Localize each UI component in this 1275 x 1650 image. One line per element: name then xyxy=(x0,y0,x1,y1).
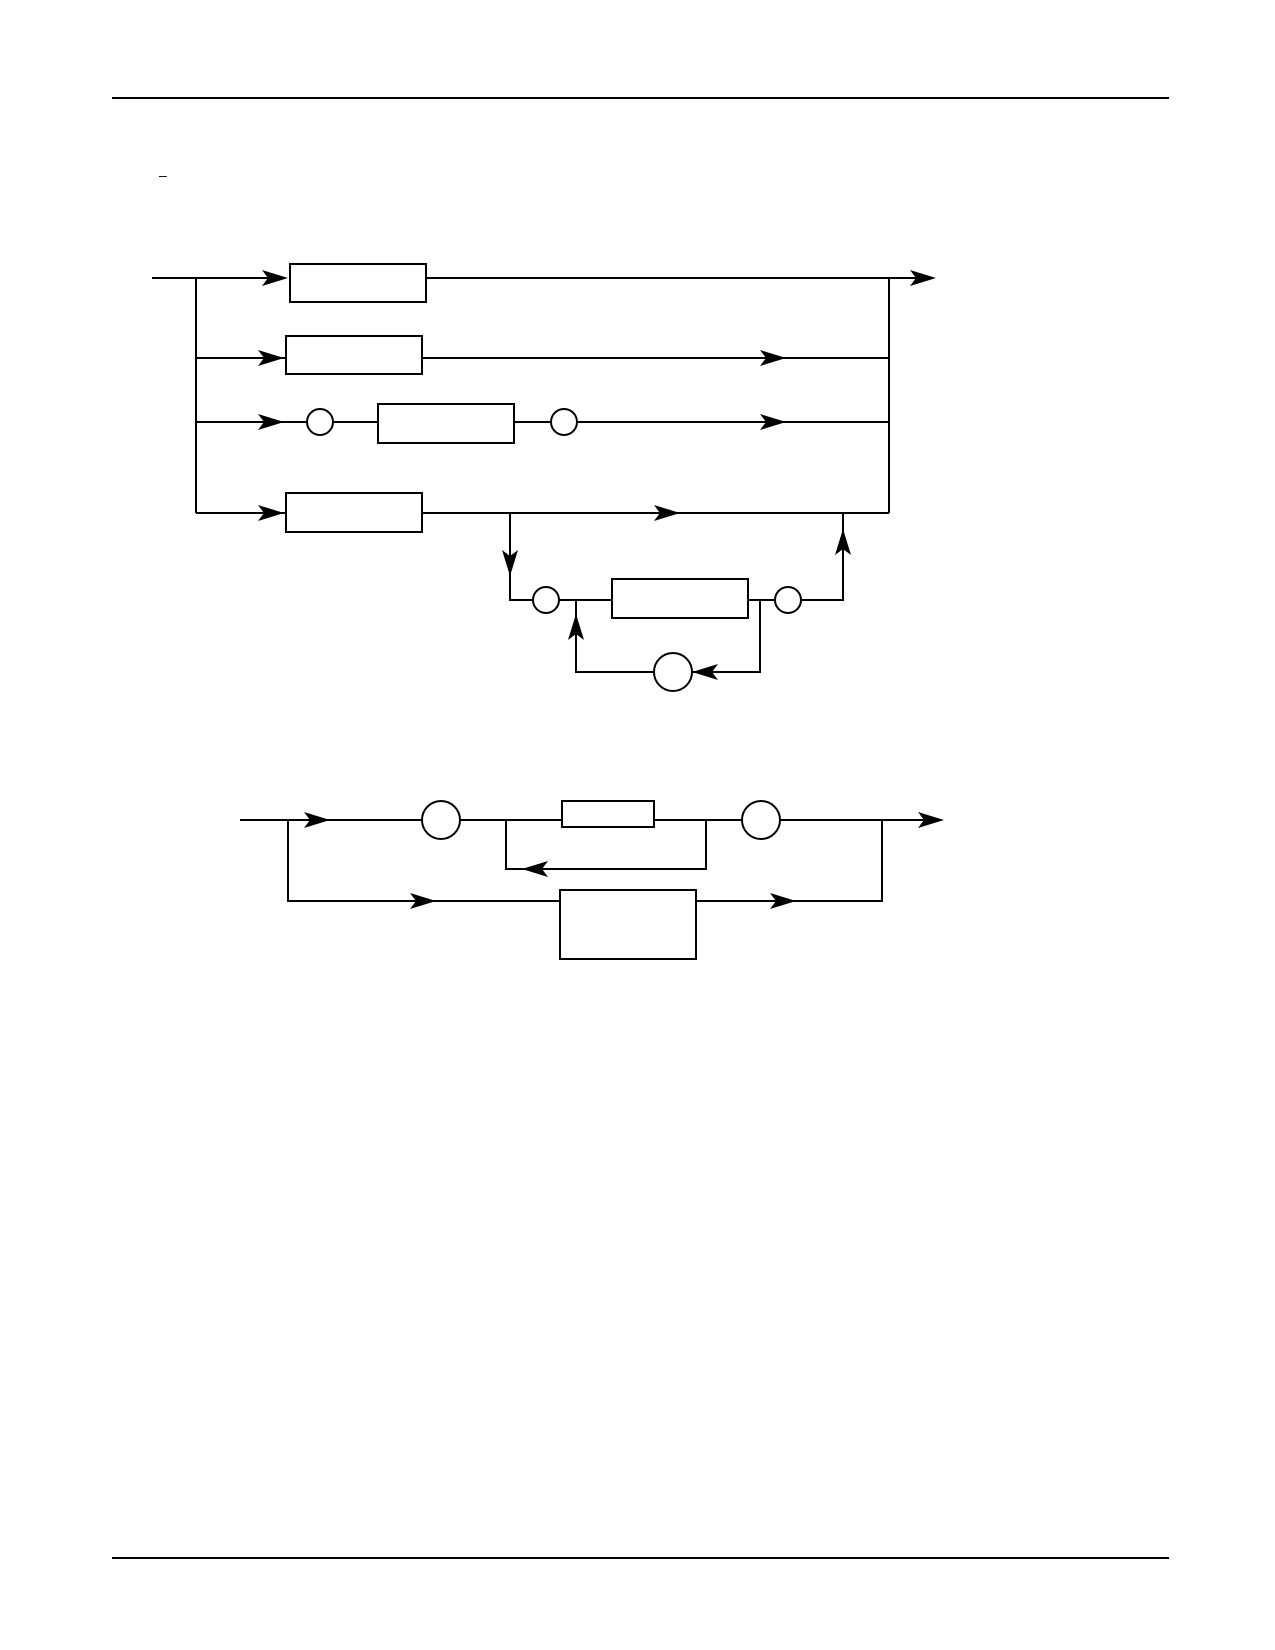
row1-box xyxy=(289,263,427,303)
top-rule xyxy=(112,97,1169,99)
loop-up-arrow xyxy=(835,529,851,555)
loop-circle-right xyxy=(774,586,802,614)
dash-mark: – xyxy=(159,167,167,183)
back-loop-line xyxy=(505,820,707,870)
diagram2-top-box xyxy=(561,800,655,828)
repeat-circle xyxy=(653,652,693,692)
loop-up-line xyxy=(801,513,844,601)
bypass-arrow-right xyxy=(770,893,796,909)
syntax-diagram-1 xyxy=(152,263,936,692)
syntax-diagram-2 xyxy=(240,800,944,960)
repeat-up-arrow xyxy=(568,614,584,640)
bottom-rule xyxy=(112,1557,1169,1559)
row2-box xyxy=(285,335,423,375)
row3-circle-right xyxy=(550,408,578,436)
repeat-back-arrow xyxy=(692,664,718,680)
row4-box xyxy=(285,492,423,533)
row1-entry-arrow xyxy=(262,270,288,286)
entry-arrow-2 xyxy=(304,812,330,828)
diagram2-circle-right xyxy=(741,800,781,840)
row2-mid-arrow xyxy=(760,350,786,366)
row3-entry-arrow xyxy=(258,414,284,430)
exit-arrow-2 xyxy=(918,812,944,828)
diagram2-bottom-box xyxy=(559,889,697,960)
row4-entry-arrow xyxy=(258,505,284,521)
loop-box xyxy=(611,578,749,619)
row3-box xyxy=(377,403,515,444)
loop-circle-left xyxy=(532,586,560,614)
bypass-line xyxy=(287,820,883,902)
row2-entry-arrow xyxy=(258,350,284,366)
loop-down-line xyxy=(509,513,532,601)
exit-arrow-1 xyxy=(910,270,936,286)
row3-circle-left xyxy=(306,408,334,436)
bypass-arrow-left xyxy=(410,893,436,909)
diagram2-circle-left xyxy=(421,800,461,840)
row3-mid-arrow xyxy=(760,414,786,430)
row4-mid-arrow xyxy=(654,505,680,521)
back-loop-arrow xyxy=(522,861,548,877)
loop-down-arrow xyxy=(502,550,518,576)
